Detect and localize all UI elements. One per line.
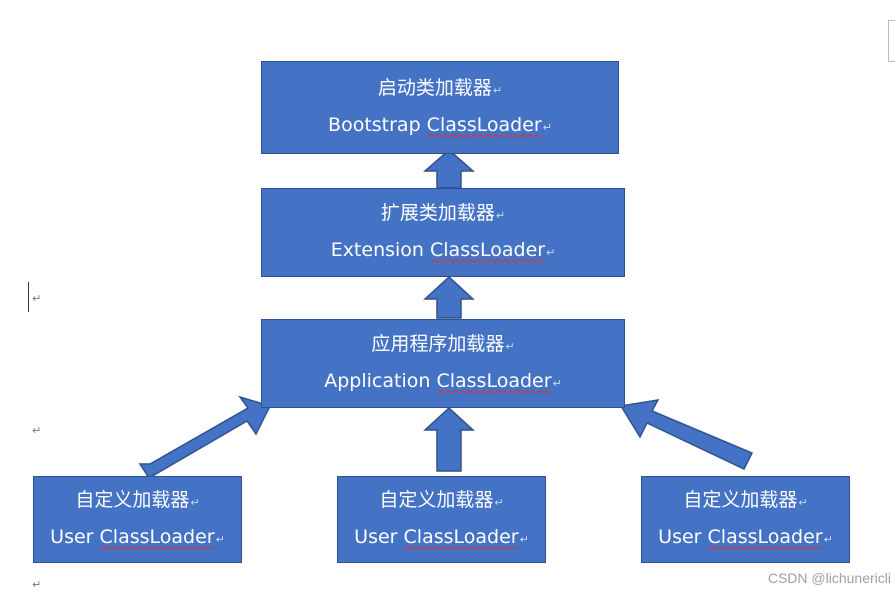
paragraph-mark-2: ↵ <box>32 424 42 437</box>
bootstrap-cn-label: 启动类加载器↵ <box>377 76 503 99</box>
application-en-label: Application ClassLoader↵ <box>324 369 562 392</box>
application-classloader-box: 应用程序加载器↵ Application ClassLoader↵ <box>261 319 625 408</box>
bootstrap-classloader-box: 启动类加载器↵ Bootstrap ClassLoader↵ <box>261 61 619 154</box>
application-cn-label: 应用程序加载器↵ <box>371 332 515 355</box>
bootstrap-en-label: Bootstrap ClassLoader↵ <box>328 113 552 136</box>
arrow-extension-to-bootstrap <box>423 149 475 189</box>
csdn-watermark: CSDN @lichunericli <box>767 570 891 586</box>
user-classloader-box-left: 自定义加载器↵ User ClassLoader↵ <box>33 476 242 563</box>
arrow-user-middle-to-application <box>423 406 475 472</box>
user-middle-cn-label: 自定义加载器↵ <box>379 488 504 511</box>
arrow-application-to-extension <box>423 275 475 319</box>
paragraph-mark-1: ↵ <box>32 292 42 305</box>
user-classloader-box-middle: 自定义加载器↵ User ClassLoader↵ <box>337 476 546 563</box>
user-classloader-box-right: 自定义加载器↵ User ClassLoader↵ <box>641 476 850 563</box>
extension-cn-label: 扩展类加载器↵ <box>380 201 506 224</box>
arrow-user-right-to-application <box>619 399 754 470</box>
paragraph-mark-3: ↵ <box>32 578 42 591</box>
user-right-en-label: User ClassLoader↵ <box>658 525 833 548</box>
extension-en-label: Extension ClassLoader↵ <box>330 238 556 261</box>
user-middle-en-label: User ClassLoader↵ <box>354 525 529 548</box>
user-left-en-label: User ClassLoader↵ <box>50 525 225 548</box>
user-right-cn-label: 自定义加载器↵ <box>683 488 808 511</box>
arrow-user-left-to-application <box>138 395 272 480</box>
window-edge <box>888 20 895 62</box>
user-left-cn-label: 自定义加载器↵ <box>75 488 200 511</box>
extension-classloader-box: 扩展类加载器↵ Extension ClassLoader↵ <box>261 188 625 277</box>
text-cursor <box>28 282 29 312</box>
